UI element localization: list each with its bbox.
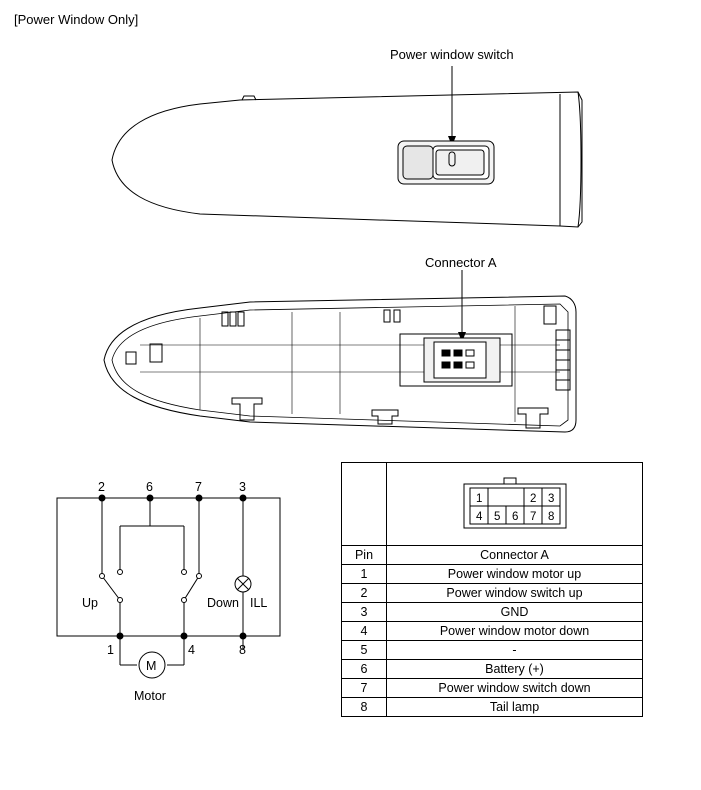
motor-symbol [138, 651, 166, 679]
pin-number-cell: 7 [341, 678, 387, 698]
table-header-row: Pin Connector A [341, 545, 643, 565]
switch-callout-label: Power window switch [390, 47, 514, 62]
pin-number-cell: 4 [341, 621, 387, 641]
wiring-schematic: 2 6 7 3 1 4 8 Up Down ILL M Motor [56, 480, 281, 703]
pin-column-header: Pin [341, 545, 387, 565]
terminal-label: 4 [188, 643, 195, 657]
pin-number-cell: 2 [341, 583, 387, 603]
terminal-label: 6 [146, 480, 153, 494]
connector-pin-number: 5 [494, 511, 500, 523]
pin-description-cell: Power window switch up [386, 583, 643, 603]
terminal-label: 7 [195, 480, 202, 494]
terminal-label: 3 [239, 480, 246, 494]
connector-pin-number: 1 [476, 493, 482, 505]
up-label: Up [82, 596, 98, 610]
terminal-label: 8 [239, 643, 246, 657]
pin-description-cell: GND [386, 602, 643, 622]
pin-description-cell: Battery (+) [386, 659, 643, 679]
pin-description-cell: Power window motor down [386, 621, 643, 641]
pin-description-cell: Power window motor up [386, 564, 643, 584]
motor-label: Motor [134, 689, 166, 703]
pin-number-cell: 8 [341, 697, 387, 717]
connector-pin-number: 2 [530, 493, 536, 505]
switch-callout-arrow [448, 66, 456, 146]
pin-number-cell: 1 [341, 564, 387, 584]
connector-pin-number: 7 [530, 511, 536, 523]
motor-symbol-label: M [146, 659, 156, 673]
pin-description-cell: Tail lamp [386, 697, 643, 717]
pin-number-cell: 5 [341, 640, 387, 660]
connector-callout-label: Connector A [425, 255, 497, 270]
name-column-header: Connector A [386, 545, 643, 565]
switch-panel-bottom-view [103, 295, 577, 433]
connector-face-cell: 1 2 3 4 5 6 7 8 [386, 462, 643, 546]
pin-number-cell: 6 [341, 659, 387, 679]
down-label: Down [207, 596, 239, 610]
connector-pin-number: 4 [476, 511, 483, 523]
pin-description-cell: Power window switch down [386, 678, 643, 698]
pin-number-cell: 3 [341, 602, 387, 622]
table-corner [341, 462, 387, 546]
terminal-label: 1 [107, 643, 114, 657]
connector-face-diagram: 1 2 3 4 5 6 7 8 [463, 477, 566, 529]
connector-pin-number: 6 [512, 511, 518, 523]
switch-assembly-illustrations [103, 66, 583, 433]
schematic-frame [56, 497, 281, 637]
table-row: 5- [341, 640, 643, 660]
switch-panel-top-view [111, 91, 583, 228]
terminal-label: 2 [98, 480, 105, 494]
ill-label: ILL [250, 596, 267, 610]
pin-description-cell: - [386, 640, 643, 660]
connector-pin-number: 3 [548, 493, 554, 505]
page-header: [Power Window Only] [14, 12, 139, 27]
connector-pin-number: 8 [548, 511, 554, 523]
